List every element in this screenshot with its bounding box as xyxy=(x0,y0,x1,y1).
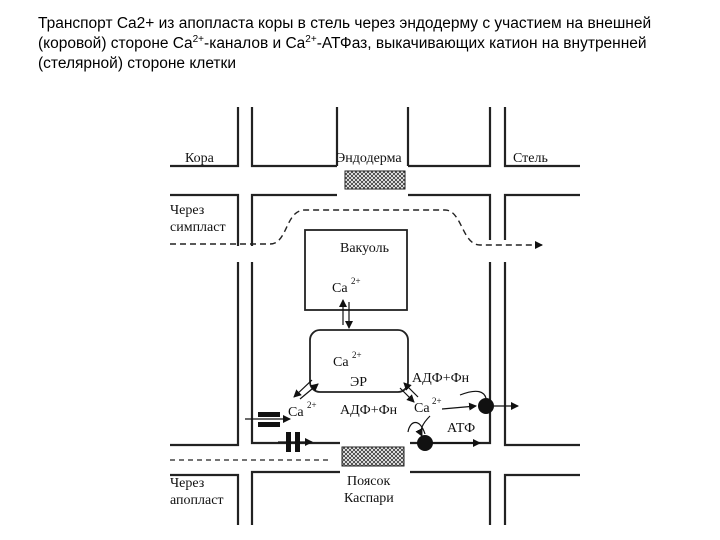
ca-atpase-pump-upper xyxy=(478,398,494,414)
arrow-lower-pump-in xyxy=(407,421,426,435)
casparian-strip xyxy=(341,446,405,467)
endoderm-casparian-top xyxy=(344,170,406,190)
label-vacuole: Вакуоль xyxy=(340,241,389,256)
label-stele: Стель xyxy=(513,151,548,166)
label-via-apoplast-2: апопласт xyxy=(170,493,224,508)
label-endoderm: Эндодерма xyxy=(336,151,402,166)
label-ca-vacuole: Ca xyxy=(332,281,348,296)
label-ca-pump: Ca xyxy=(414,401,430,416)
label-via-symplast-1: Через xyxy=(170,203,205,218)
arrow-er-out-right xyxy=(399,387,415,403)
label-via-symplast-2: симпласт xyxy=(170,220,226,235)
label-atp: АТФ xyxy=(447,421,475,436)
label-casparian-1: Поясок xyxy=(347,474,390,489)
caption-text-1: Транспорт Ca2+ из апопласта коры в стель… xyxy=(38,15,652,52)
label-via-apoplast-1: Через xyxy=(170,476,205,491)
label-ca-channel: Ca xyxy=(288,405,304,420)
arrow-adp-loop xyxy=(459,390,487,399)
caption-text-3: -АТФаз, выкачивающих катион на внутренне… xyxy=(38,35,647,72)
top-walls xyxy=(170,107,580,246)
arrow-er-in-left xyxy=(299,383,319,400)
vacuole xyxy=(304,229,408,311)
ca-channel-upper xyxy=(245,412,291,427)
ca-atpase-pump-lower xyxy=(417,435,433,451)
arrow-er-out-left xyxy=(293,379,313,398)
label-casparian-2: Каспари xyxy=(344,491,394,506)
symplast-path xyxy=(170,209,543,249)
label-adp-pn-upper: АДФ+Фн xyxy=(412,371,470,386)
arrow-atp-loop xyxy=(415,415,431,437)
label-ca-er: Ca xyxy=(333,355,349,370)
figure-caption: Транспорт Ca2+ из апопласта коры в стель… xyxy=(38,14,698,74)
label-er: ЭР xyxy=(350,375,367,390)
arrow-er-in-right xyxy=(403,382,419,398)
label-ca-er-charge: 2+ xyxy=(352,350,362,360)
label-ca-vacuole-charge: 2+ xyxy=(351,276,361,286)
endoplasmic-reticulum xyxy=(309,329,409,393)
caption-text-2: -каналов и Ca xyxy=(204,35,306,52)
label-adp-pn-lower: АДФ+Фн xyxy=(340,403,398,418)
ca-channel-lower xyxy=(278,432,313,452)
caption-sup-2: 2+ xyxy=(305,33,317,45)
arrow-ca-to-pump xyxy=(441,402,477,411)
label-ca-pump-charge: 2+ xyxy=(432,396,442,406)
caption-sup-1: 2+ xyxy=(192,33,205,45)
label-cortex: Кора xyxy=(185,151,215,166)
label-ca-channel-charge: 2+ xyxy=(307,400,317,410)
